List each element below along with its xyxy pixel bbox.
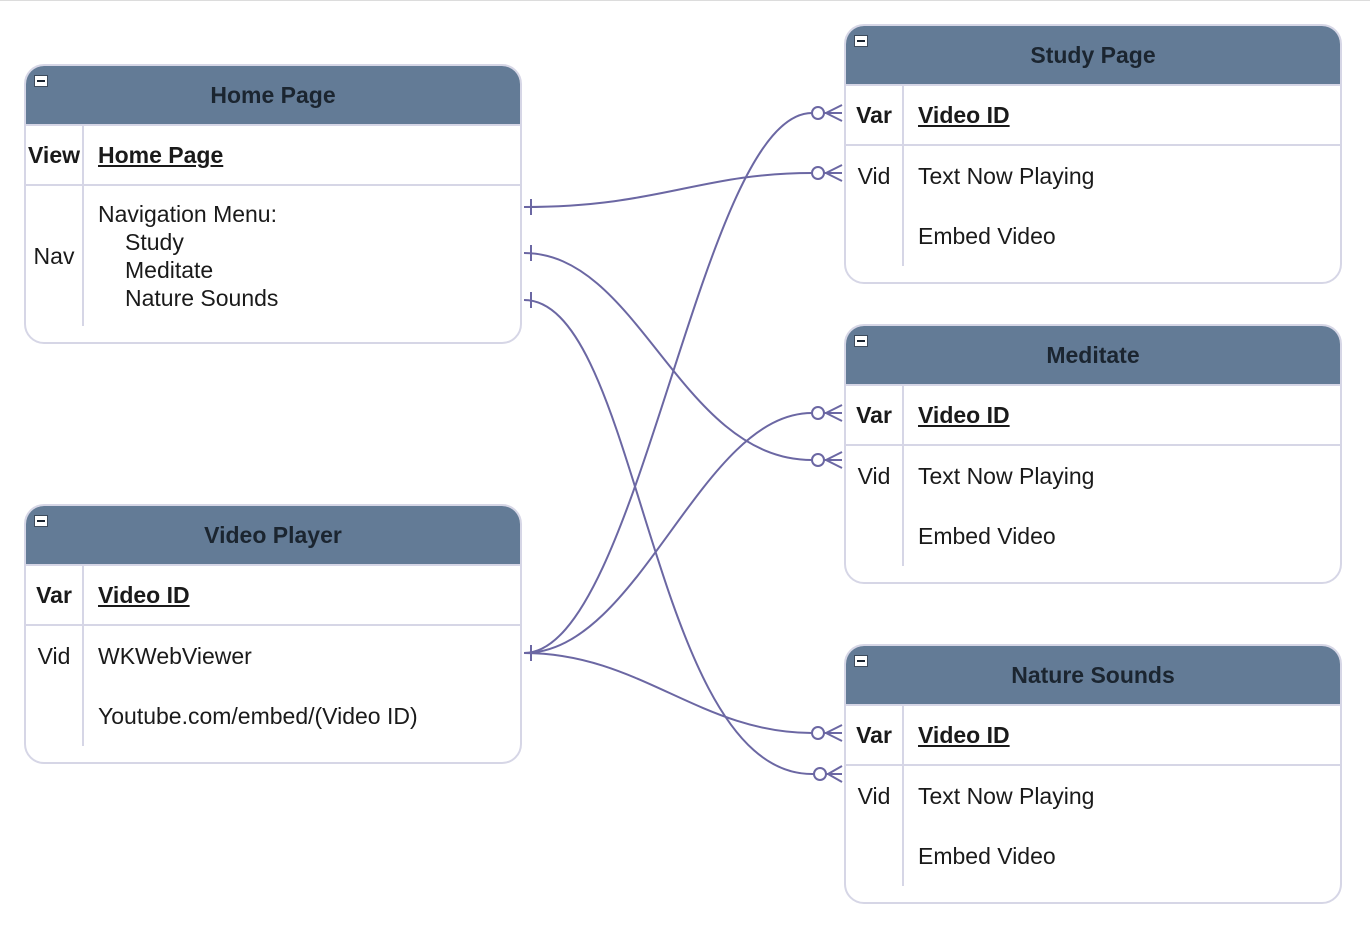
nav-item: Nature Sounds <box>125 285 279 311</box>
zero-or-many-marker <box>811 451 843 469</box>
rel-home-meditate[interactable] <box>523 252 813 461</box>
key-row: Var Video ID <box>846 86 1340 146</box>
key-label: Var <box>846 86 904 144</box>
zero-or-many-marker <box>811 404 843 422</box>
nav-item: Meditate <box>125 257 214 283</box>
attribute-label-text: Vid <box>857 163 891 189</box>
rel-home-nature[interactable] <box>523 299 813 775</box>
attribute-row: Vid WKWebViewer Youtube.com/embed/(Video… <box>26 626 520 746</box>
minus-box-icon[interactable] <box>34 515 48 527</box>
key-row: Var Video ID <box>846 706 1340 766</box>
key-value: Video ID <box>918 102 1010 128</box>
attribute-row: Nav Navigation Menu: Study Meditate Natu… <box>26 186 520 326</box>
zero-or-many-marker <box>811 164 843 182</box>
attribute-label: Vid <box>846 146 904 266</box>
attribute: Embed Video <box>918 223 1056 249</box>
attribute-label-text: Vid <box>857 463 891 489</box>
key-value: Home Page <box>98 142 224 168</box>
rel-video-nature[interactable] <box>523 652 813 734</box>
attribute: WKWebViewer <box>98 643 252 669</box>
minus-box-icon[interactable] <box>854 655 868 667</box>
entity-study-page[interactable]: Study Page Var Video ID Vid Text Now Pla… <box>844 24 1342 284</box>
nav-menu: Navigation Menu: Study Meditate Nature S… <box>84 186 278 326</box>
attribute: Embed Video <box>918 843 1056 869</box>
attribute: Youtube.com/embed/(Video ID) <box>98 703 418 729</box>
top-divider <box>0 0 1370 1</box>
attribute: Text Now Playing <box>918 163 1095 189</box>
entity-meditate[interactable]: Meditate Var Video ID Vid Text Now Playi… <box>844 324 1342 584</box>
nav-heading: Navigation Menu: <box>98 201 277 227</box>
key-row: Var Video ID <box>846 386 1340 446</box>
attribute: Embed Video <box>918 523 1056 549</box>
entity-header: Study Page <box>846 26 1340 86</box>
entity-nature-sounds[interactable]: Nature Sounds Var Video ID Vid Text Now … <box>844 644 1342 904</box>
key-label: Var <box>846 386 904 444</box>
entity-header: Nature Sounds <box>846 646 1340 706</box>
attribute-row: Vid Text Now Playing Embed Video <box>846 146 1340 266</box>
key-label: View <box>26 126 84 184</box>
key-row: View Home Page <box>26 126 520 186</box>
attribute-list: Text Now Playing Embed Video <box>904 446 1094 566</box>
attribute-label-text: Vid <box>857 783 891 809</box>
zero-or-many-marker <box>811 104 843 122</box>
attribute: Text Now Playing <box>918 463 1095 489</box>
attribute-list: WKWebViewer Youtube.com/embed/(Video ID) <box>84 626 418 746</box>
attribute-label: Vid <box>26 626 84 746</box>
entity-video-player[interactable]: Video Player Var Video ID Vid WKWebViewe… <box>24 504 522 764</box>
attribute-label: Nav <box>26 186 84 326</box>
zero-or-many-marker <box>812 765 843 783</box>
key-value: Video ID <box>918 722 1010 748</box>
rel-home-study[interactable] <box>523 172 813 208</box>
attribute: Text Now Playing <box>918 783 1095 809</box>
key-value: Video ID <box>98 582 190 608</box>
minus-box-icon[interactable] <box>854 35 868 47</box>
key-row: Var Video ID <box>26 566 520 626</box>
entity-header: Video Player <box>26 506 520 566</box>
entity-home-page[interactable]: Home Page View Home Page Nav Navigation … <box>24 64 522 344</box>
rel-video-study[interactable] <box>523 112 813 654</box>
attribute-label: Vid <box>846 446 904 566</box>
entity-title: Video Player <box>204 522 342 548</box>
entity-header: Meditate <box>846 326 1340 386</box>
key-value: Video ID <box>918 402 1010 428</box>
attribute-row: Vid Text Now Playing Embed Video <box>846 446 1340 566</box>
entity-title: Home Page <box>210 82 336 108</box>
minus-box-icon[interactable] <box>854 335 868 347</box>
attribute-list: Text Now Playing Embed Video <box>904 146 1094 266</box>
nav-item: Study <box>125 229 184 255</box>
entity-title: Study Page <box>1030 42 1156 68</box>
entity-header: Home Page <box>26 66 520 126</box>
entity-title: Nature Sounds <box>1011 662 1175 688</box>
minus-box-icon[interactable] <box>34 75 48 87</box>
key-label: Var <box>26 566 84 624</box>
entity-title: Meditate <box>1046 342 1140 368</box>
attribute-row: Vid Text Now Playing Embed Video <box>846 766 1340 886</box>
attribute-label: Vid <box>846 766 904 886</box>
rel-video-meditate[interactable] <box>523 412 813 654</box>
attribute-label-text: Nav <box>33 242 75 269</box>
key-label: Var <box>846 706 904 764</box>
attribute-list: Text Now Playing Embed Video <box>904 766 1094 886</box>
zero-or-many-marker <box>811 724 843 742</box>
attribute-label-text: Vid <box>37 643 71 669</box>
